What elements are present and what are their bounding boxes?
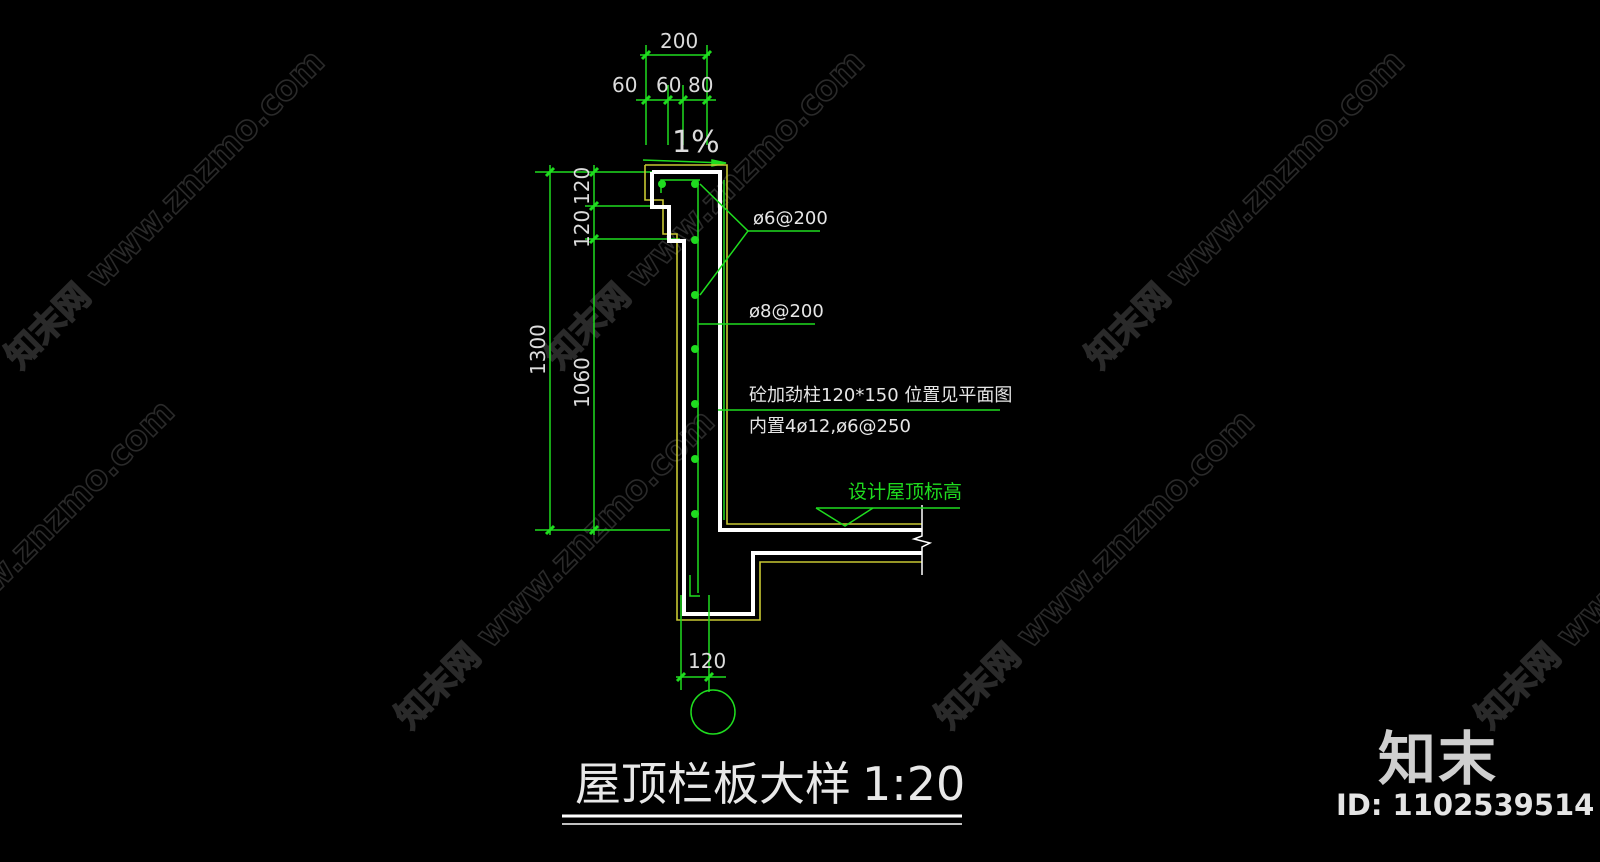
watermark: 知末网 www.znzmo.com xyxy=(928,402,1263,737)
dim-120-top: 120 xyxy=(570,167,594,205)
bottom-dimension xyxy=(675,645,736,735)
watermark: 知末网 www.znzmo.com xyxy=(0,392,183,727)
finish-layer-outline xyxy=(645,164,922,525)
brand-logo: 知末 xyxy=(1378,725,1499,793)
leader-lines xyxy=(698,183,1000,527)
column-note-line1: 砼加劲柱120*150 位置见平面图 xyxy=(749,385,1012,406)
brand-id-label: ID: 1102539514 xyxy=(1336,788,1595,822)
dim-200: 200 xyxy=(660,29,698,53)
dim-60: 60 xyxy=(656,73,681,97)
rebar-dots xyxy=(658,180,699,518)
axis-bubble xyxy=(690,689,736,735)
slope-label: 1% xyxy=(672,125,720,160)
title-underline xyxy=(562,814,962,825)
watermark: 知末网 www.znzmo.com xyxy=(0,42,333,377)
column-note-line2: 内置4ø12,ø6@250 xyxy=(749,416,911,437)
dim-120-bottom: 120 xyxy=(688,649,726,673)
rebar-label-phi8-200: ø8@200 xyxy=(749,301,824,322)
top-dimensions xyxy=(636,45,727,167)
watermark: 知末网 www.znzmo.com xyxy=(388,402,723,737)
dim-1060: 1060 xyxy=(570,357,594,408)
dim-80: 80 xyxy=(688,73,713,97)
watermark: 知末网 www.znzmo.com xyxy=(1078,42,1413,377)
dim-120-second: 120 xyxy=(570,210,594,248)
rebar xyxy=(660,179,725,690)
break-line xyxy=(911,505,933,575)
roof-level-label: 设计屋顶标高 xyxy=(848,481,962,503)
drawing-scale: 1:20 xyxy=(862,757,965,811)
dim-1300: 1300 xyxy=(526,324,550,375)
drawing-title: 屋顶栏板大样 xyxy=(575,757,851,811)
dim-60-left: 60 xyxy=(612,73,637,97)
left-dimensions xyxy=(535,165,705,536)
watermark: 知末网 www.znzmo.com xyxy=(1468,402,1600,737)
rebar-label-phi6-200: ø6@200 xyxy=(753,208,828,229)
parapet-section-outline xyxy=(650,170,922,616)
